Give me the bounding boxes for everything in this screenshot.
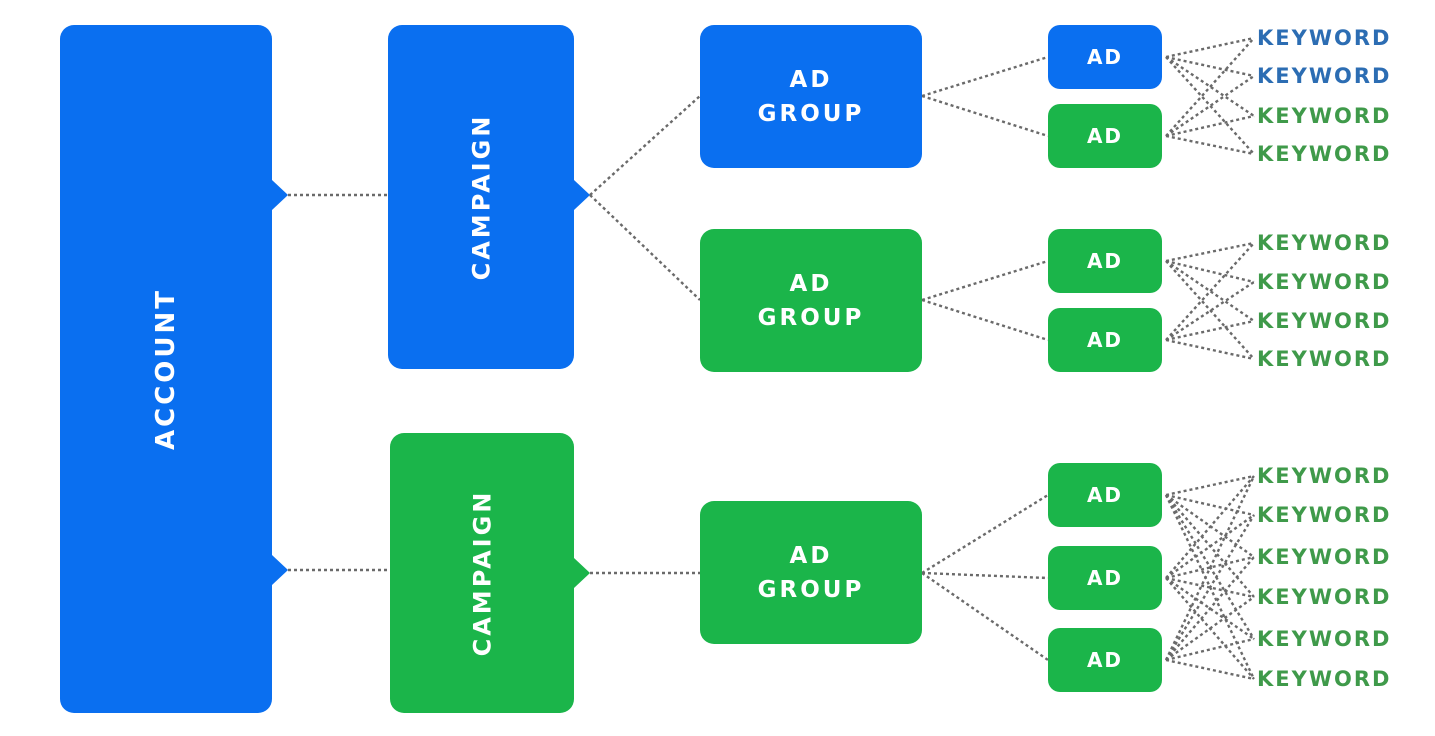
connector-line [1165, 474, 1255, 497]
connector-line [1165, 475, 1255, 579]
campaign-label-1: CAMPAIGN [467, 113, 495, 281]
keyword-label: KEYWORD [1257, 503, 1392, 527]
campaign-box-1: CAMPAIGN [388, 25, 574, 369]
keyword-label: KEYWORD [1257, 270, 1392, 294]
connector-line [1164, 475, 1256, 661]
ad-box-7: AD [1048, 628, 1162, 692]
ad-box-3: AD [1048, 229, 1162, 293]
connector-line [1165, 260, 1255, 360]
connector-line [1164, 514, 1256, 661]
ad-label: AD [1086, 328, 1124, 352]
campaign-2-notch [574, 558, 590, 588]
connector-line [1165, 114, 1255, 138]
connector-line [921, 55, 1049, 98]
connector-line [1165, 259, 1255, 284]
ad-label: AD [1086, 124, 1124, 148]
keyword-label: KEYWORD [1257, 347, 1392, 371]
keyword-label: KEYWORD [1257, 64, 1392, 88]
keyword-label: KEYWORD [1257, 104, 1392, 128]
ad-box-6: AD [1048, 546, 1162, 610]
connector-line [1165, 658, 1255, 681]
ad-box-2: AD [1048, 104, 1162, 168]
connector-line [1165, 493, 1255, 517]
ad-group-box-1: AD GROUP [700, 25, 922, 168]
ad-label: AD [1086, 249, 1124, 273]
connector-line [1164, 494, 1256, 680]
keyword-label: KEYWORD [1257, 585, 1392, 609]
ad-group-label-line2: GROUP [757, 304, 865, 331]
connector-line [1165, 556, 1255, 661]
connector-line [921, 571, 1049, 580]
connector-line [1165, 260, 1255, 322]
keyword-label: KEYWORD [1257, 26, 1392, 50]
ad-label: AD [1086, 566, 1124, 590]
connector-line [589, 194, 701, 301]
connector-line [1165, 56, 1255, 155]
ad-group-label-line1: AD [789, 66, 833, 93]
ad-group-box-2: AD GROUP [700, 229, 922, 372]
ad-group-label-line2: GROUP [757, 100, 865, 127]
ad-label: AD [1086, 648, 1124, 672]
keyword-label: KEYWORD [1257, 309, 1392, 333]
connector-line [1165, 514, 1255, 579]
keyword-label: KEYWORD [1257, 231, 1392, 255]
ad-box-5: AD [1048, 463, 1162, 527]
ad-group-label-line1: AD [789, 270, 833, 297]
keyword-label: KEYWORD [1257, 142, 1392, 166]
connector-line [1165, 37, 1255, 137]
connector-line [589, 95, 701, 196]
ad-label: AD [1086, 45, 1124, 69]
ad-group-box-3: AD GROUP [700, 501, 922, 644]
ad-box-1: AD [1048, 25, 1162, 89]
connector-line [921, 259, 1049, 302]
campaign-1-notch [574, 180, 590, 210]
connector-line [1165, 596, 1255, 661]
account-label: ACCOUNT [151, 288, 181, 450]
connector-line [1165, 134, 1255, 156]
connector-line [1165, 242, 1255, 341]
account-box: ACCOUNT [60, 25, 272, 713]
ad-box-4: AD [1048, 308, 1162, 372]
keyword-label: KEYWORD [1257, 667, 1392, 691]
connector-line [921, 493, 1049, 575]
campaign-box-2: CAMPAIGN [390, 433, 574, 713]
connector-line [1165, 241, 1255, 263]
keyword-label: KEYWORD [1257, 464, 1392, 488]
connector-line [921, 572, 1049, 661]
account-notch-top [272, 180, 288, 210]
ad-label: AD [1086, 483, 1124, 507]
connector-line [921, 298, 1049, 342]
connector-line [921, 94, 1049, 138]
ad-group-label-line1: AD [789, 542, 833, 569]
keyword-label: KEYWORD [1257, 627, 1392, 651]
campaign-label-2: CAMPAIGN [468, 489, 496, 657]
keyword-label: KEYWORD [1257, 545, 1392, 569]
connector-line [1165, 637, 1255, 662]
ad-group-label-line2: GROUP [757, 576, 865, 603]
account-notch-bottom [272, 555, 288, 585]
